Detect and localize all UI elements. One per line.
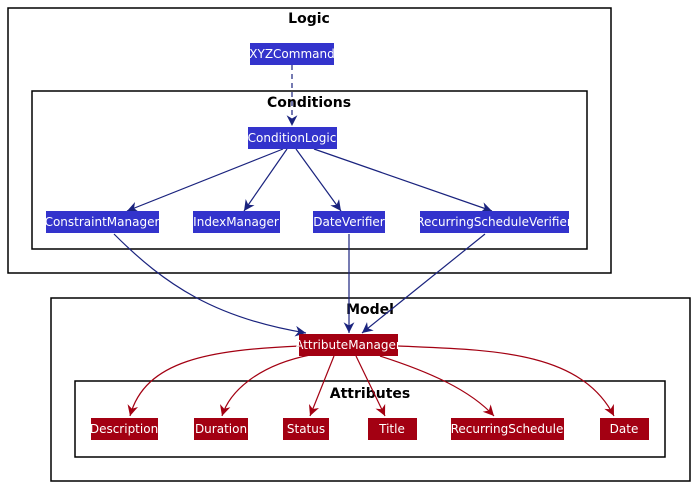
package-model-title: Model bbox=[346, 302, 394, 318]
edge-attributemanager-to-status bbox=[308, 355, 335, 417]
node-status: Status bbox=[283, 418, 329, 440]
node-indexmanager: IndexManager bbox=[193, 211, 280, 233]
node-conditionlogic: ConditionLogic bbox=[248, 127, 337, 149]
node-date-label: Date bbox=[610, 422, 639, 436]
package-logic-title: Logic bbox=[288, 11, 330, 27]
node-status-label: Status bbox=[287, 422, 325, 436]
node-attributemanager-label: AttributeManager bbox=[295, 338, 401, 352]
edge-attributemanager-to-date bbox=[397, 345, 615, 417]
node-recurringschedule-label: RecurringSchedule bbox=[451, 422, 564, 436]
edge-attributemanager-to-duration bbox=[220, 354, 311, 417]
node-title: Title bbox=[368, 418, 417, 440]
edge-attributemanager-to-title bbox=[355, 355, 386, 417]
package-conditions-title: Conditions bbox=[267, 95, 351, 111]
package-model: Model bbox=[50, 297, 691, 482]
package-conditions: Conditions bbox=[31, 90, 588, 250]
edge-conditionlogic-to-indexmanager bbox=[243, 148, 288, 212]
edge-conditionlogic-to-dateverifier bbox=[295, 148, 342, 212]
node-attributemanager: AttributeManager bbox=[295, 334, 401, 356]
edge-attributemanager-to-description bbox=[127, 345, 301, 417]
node-xyzcommand: XYZCommand bbox=[249, 43, 335, 65]
package-attributes-title: Attributes bbox=[330, 386, 410, 402]
edge-conditionlogic-to-recurringscheduleverifier bbox=[313, 148, 493, 213]
package-logic: Logic bbox=[7, 7, 612, 274]
node-recurringscheduleverifier-label: RecurringScheduleVerifier bbox=[416, 215, 572, 229]
node-indexmanager-label: IndexManager bbox=[193, 215, 279, 229]
edge-constraintmanager-to-attributemanager bbox=[113, 233, 307, 337]
model-edges bbox=[127, 345, 615, 417]
node-conditionlogic-label: ConditionLogic bbox=[248, 131, 337, 145]
edge-conditionlogic-to-constraintmanager bbox=[126, 148, 284, 213]
logic-edges bbox=[113, 65, 493, 337]
node-description-label: Description bbox=[90, 422, 158, 436]
node-description: Description bbox=[90, 418, 158, 440]
node-dateverifier-label: DateVerifier bbox=[313, 215, 385, 229]
node-constraintmanager-label: ConstraintManager bbox=[45, 215, 160, 229]
edge-attributemanager-to-recurringschedule bbox=[379, 355, 495, 417]
node-dateverifier: DateVerifier bbox=[313, 211, 385, 233]
node-date: Date bbox=[600, 418, 649, 440]
node-constraintmanager: ConstraintManager bbox=[45, 211, 160, 233]
node-title-label: Title bbox=[378, 422, 405, 436]
node-duration: Duration bbox=[194, 418, 248, 440]
node-recurringschedule: RecurringSchedule bbox=[451, 418, 564, 440]
package-attributes: Attributes bbox=[74, 380, 666, 458]
node-duration-label: Duration bbox=[195, 422, 247, 436]
edge-recurringscheduleverifier-to-attributemanager bbox=[361, 233, 486, 334]
node-recurringscheduleverifier: RecurringScheduleVerifier bbox=[416, 211, 572, 233]
node-xyzcommand-label: XYZCommand bbox=[249, 47, 334, 61]
